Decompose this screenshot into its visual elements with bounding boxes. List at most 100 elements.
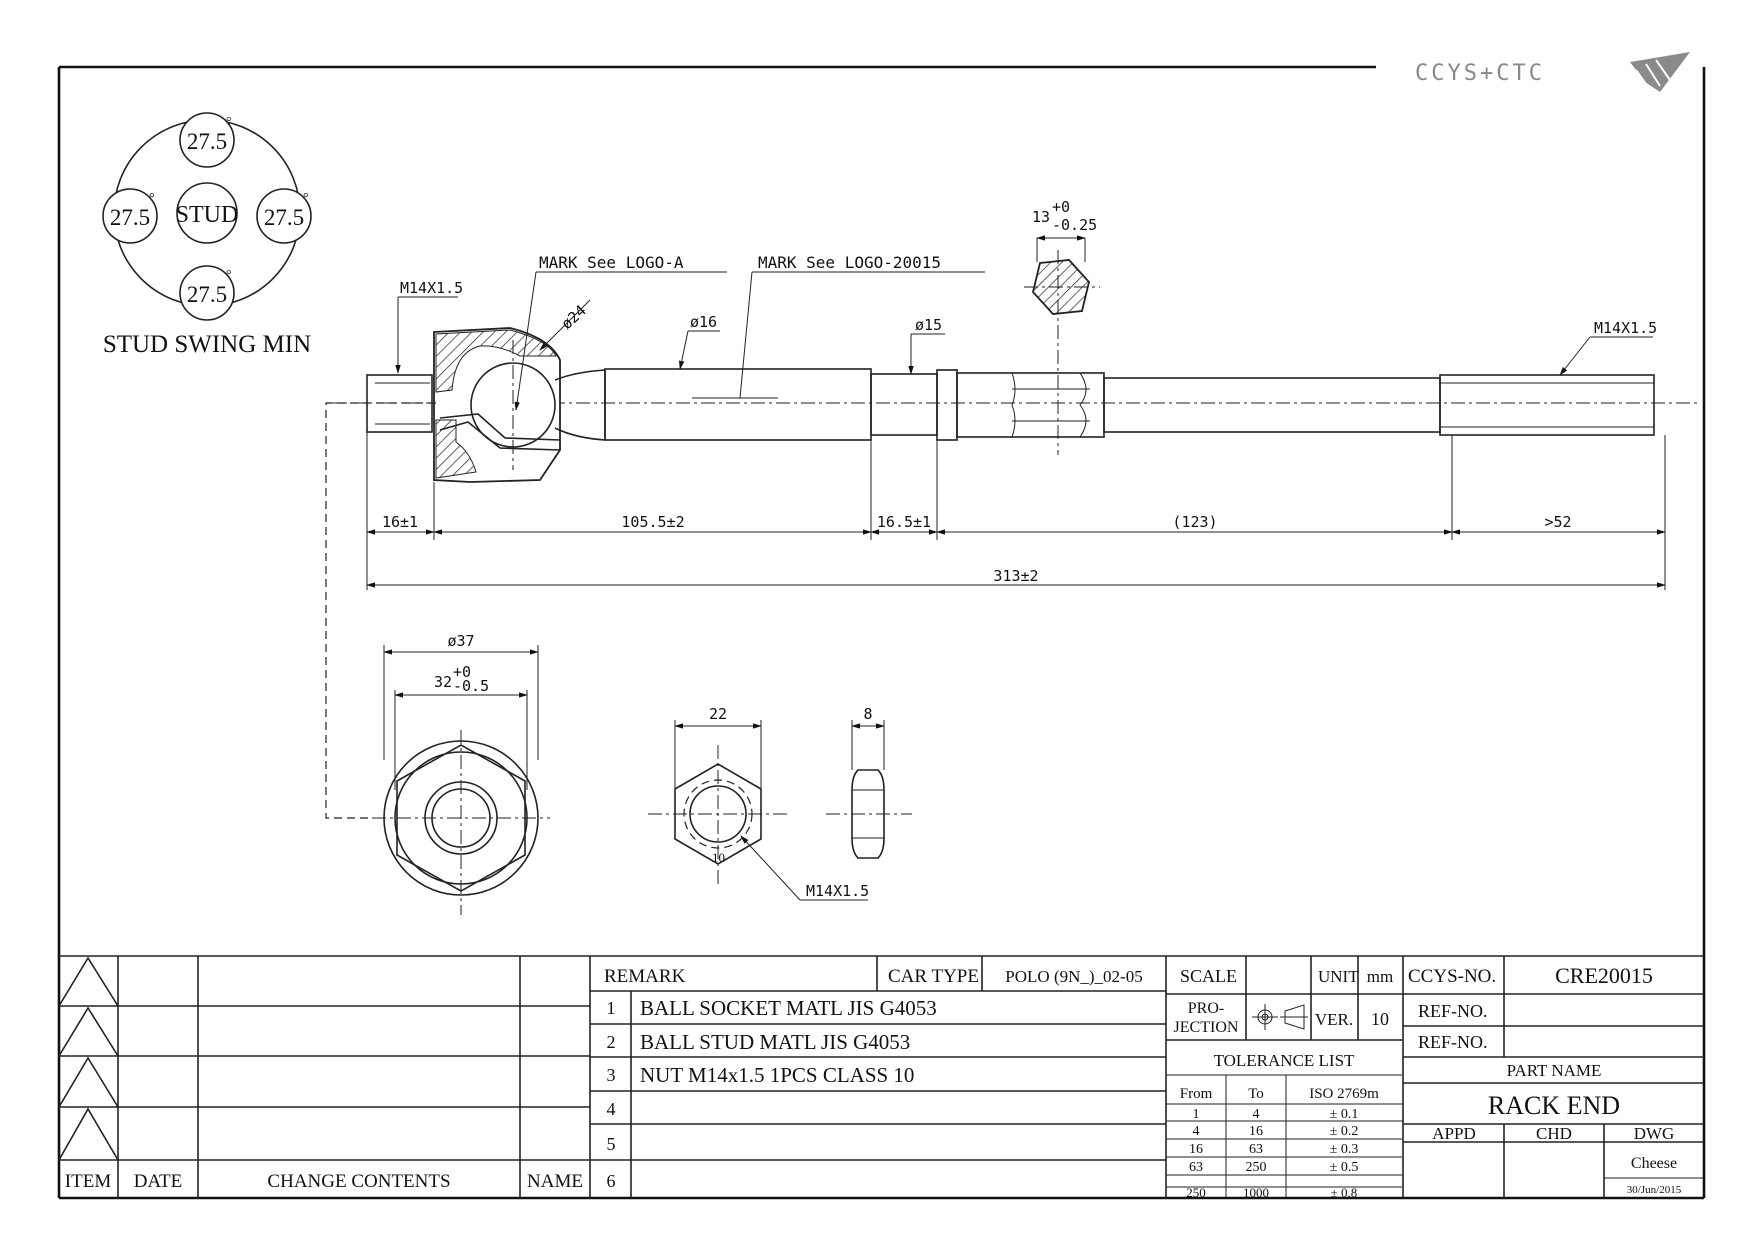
- remark-num: 3: [607, 1065, 616, 1085]
- remark-num: 6: [607, 1171, 616, 1191]
- nut-10-mark: 10: [712, 850, 725, 865]
- appd-label: APPD: [1432, 1124, 1475, 1143]
- tolerance-cell: 1000: [1243, 1185, 1269, 1200]
- brand-logo: CCYS+CTC: [1415, 52, 1690, 92]
- tolerance-header: From: [1180, 1086, 1213, 1102]
- stud-label: STUD: [176, 202, 239, 228]
- nut-22-dim: 22: [709, 705, 727, 723]
- degree-mark: °: [303, 191, 309, 206]
- nut-side-view: 8: [826, 705, 912, 859]
- across-32-tol-lower: -0.5: [453, 677, 489, 695]
- tolerance-cell: 16: [1249, 1124, 1263, 1139]
- header-date: DATE: [134, 1171, 183, 1192]
- mark-logo-a-callout: MARK See LOGO-A: [539, 253, 684, 272]
- ver-value: 10: [1371, 1009, 1389, 1029]
- remark-text: BALL STUD MATL JIS G4053: [640, 1030, 910, 1054]
- hex-13-dim: 13: [1032, 208, 1050, 226]
- dia-16-callout: ø16: [690, 313, 717, 331]
- degree-mark: °: [226, 268, 232, 283]
- remark-num: 4: [607, 1099, 616, 1119]
- stud-swing-diagram: STUD 27.5 27.5 27.5 27.5 ° ° ° ° STUD SW…: [102, 112, 312, 358]
- remarks-block: REMARK CAR TYPE POLO (9N_)_02-05 1 BALL …: [604, 966, 1143, 1191]
- tolerance-cell: ± 0.1: [1330, 1107, 1359, 1122]
- dim-seg-4: (123): [1172, 513, 1217, 531]
- dimension-lines: 16±1 105.5±2 16.5±1 (123) >52 313±2: [366, 432, 1666, 590]
- tolerance-cell: 16: [1189, 1142, 1203, 1157]
- thread-left-callout: M14X1.5: [400, 279, 463, 297]
- tolerance-cell: ± 0.2: [1330, 1124, 1359, 1139]
- car-type-value: POLO (9N_)_02-05: [1005, 967, 1142, 986]
- title-block-grid: [58, 955, 1704, 1198]
- main-callouts: M14X1.5 MARK See LOGO-A MARK See LOGO-20…: [395, 253, 1657, 411]
- degree-mark: °: [226, 115, 232, 130]
- dim-seg-5: >52: [1544, 513, 1571, 531]
- tolerance-cell: 250: [1186, 1185, 1206, 1200]
- tolerance-cell: 4: [1253, 1107, 1260, 1122]
- ref-no-label: REF-NO.: [1418, 1032, 1488, 1052]
- degree-mark: °: [149, 191, 155, 206]
- dim-seg-1: 16±1: [382, 513, 418, 531]
- remark-text: NUT M14x1.5 1PCS CLASS 10: [640, 1063, 914, 1087]
- dwg-date: 30/Jun/2015: [1627, 1184, 1682, 1196]
- change-block: ITEM DATE CHANGE CONTENTS NAME: [65, 1171, 583, 1192]
- swing-angle-bottom: 27.5: [187, 282, 227, 307]
- scale-label: SCALE: [1180, 966, 1237, 986]
- sheet-border: [57, 65, 1706, 1200]
- ref-no-label: REF-NO.: [1418, 1001, 1488, 1021]
- tolerance-header: ISO 2769m: [1309, 1086, 1379, 1102]
- rack-end-main-view: [326, 250, 1700, 483]
- nut-8-dim: 8: [863, 705, 872, 723]
- tolerance-cell: 63: [1249, 1142, 1263, 1157]
- projection-label: PRO-: [1188, 1000, 1224, 1017]
- across-32-tol-upper: +0: [453, 663, 471, 681]
- tolerance-title: TOLERANCE LIST: [1214, 1051, 1355, 1070]
- dim-seg-2: 105.5±2: [621, 513, 684, 531]
- car-type-label: CAR TYPE: [888, 966, 979, 987]
- nut-front-view: 22 10 M14X1.5: [648, 705, 869, 901]
- header-item: ITEM: [65, 1171, 112, 1192]
- socket-end-view: ø37 32 +0 -0.5: [325, 402, 550, 915]
- dwg-label: DWG: [1634, 1124, 1675, 1143]
- projection-label: JECTION: [1174, 1019, 1239, 1036]
- chd-label: CHD: [1536, 1124, 1572, 1143]
- tolerance-cell: 250: [1246, 1160, 1267, 1175]
- across-32-dim: 32: [434, 673, 452, 691]
- dia-37-dim: ø37: [447, 632, 474, 650]
- part-info-block: CCYS-NO. CRE20015 REF-NO. REF-NO. PART N…: [1408, 963, 1682, 1196]
- tolerance-cell: ± 0.3: [1330, 1142, 1359, 1157]
- unit-value: mm: [1367, 967, 1393, 986]
- scale-tolerance-block: SCALE UNIT mm PRO- JECTION VER. 10 TOLER…: [1174, 966, 1394, 1200]
- hex-section-view: 13 +0 -0.25: [1024, 198, 1100, 315]
- remark-num: 5: [607, 1134, 616, 1154]
- header-name: NAME: [527, 1171, 583, 1192]
- tolerance-cell: 4: [1193, 1124, 1200, 1139]
- ccys-no-value: CRE20015: [1555, 963, 1653, 988]
- ccys-no-label: CCYS-NO.: [1408, 966, 1496, 987]
- thread-nut-callout: M14X1.5: [806, 882, 869, 900]
- projection-symbol-icon: [1252, 1004, 1308, 1030]
- remark-text: BALL SOCKET MATL JIS G4053: [640, 996, 937, 1020]
- hex-13-tol-upper: +0: [1052, 198, 1070, 216]
- tolerance-cell: 1: [1193, 1107, 1200, 1122]
- remark-num: 1: [607, 998, 616, 1018]
- thread-right-callout: M14X1.5: [1594, 319, 1657, 337]
- swing-angle-top: 27.5: [187, 129, 227, 154]
- part-name-value: RACK END: [1488, 1091, 1620, 1120]
- dia-15-callout: ø15: [915, 316, 942, 334]
- remark-num: 2: [607, 1032, 616, 1052]
- mark-logo-20015-callout: MARK See LOGO-20015: [758, 253, 941, 272]
- swing-angle-left: 27.5: [110, 205, 150, 230]
- tolerance-cell: ± 0.5: [1330, 1160, 1359, 1175]
- stud-swing-caption: STUD SWING MIN: [103, 331, 311, 358]
- unit-label: UNIT: [1318, 967, 1359, 986]
- hex-13-tol-lower: -0.25: [1052, 216, 1097, 234]
- part-name-label: PART NAME: [1507, 1061, 1602, 1080]
- ver-label: VER.: [1315, 1010, 1353, 1029]
- dim-overall: 313±2: [993, 567, 1038, 585]
- tolerance-cell: ± 0.8: [1331, 1185, 1358, 1200]
- brand-logo-text: CCYS+CTC: [1415, 61, 1545, 86]
- tolerance-header: To: [1248, 1086, 1264, 1102]
- dwg-name: Cheese: [1631, 1155, 1677, 1172]
- header-change-contents: CHANGE CONTENTS: [267, 1171, 450, 1192]
